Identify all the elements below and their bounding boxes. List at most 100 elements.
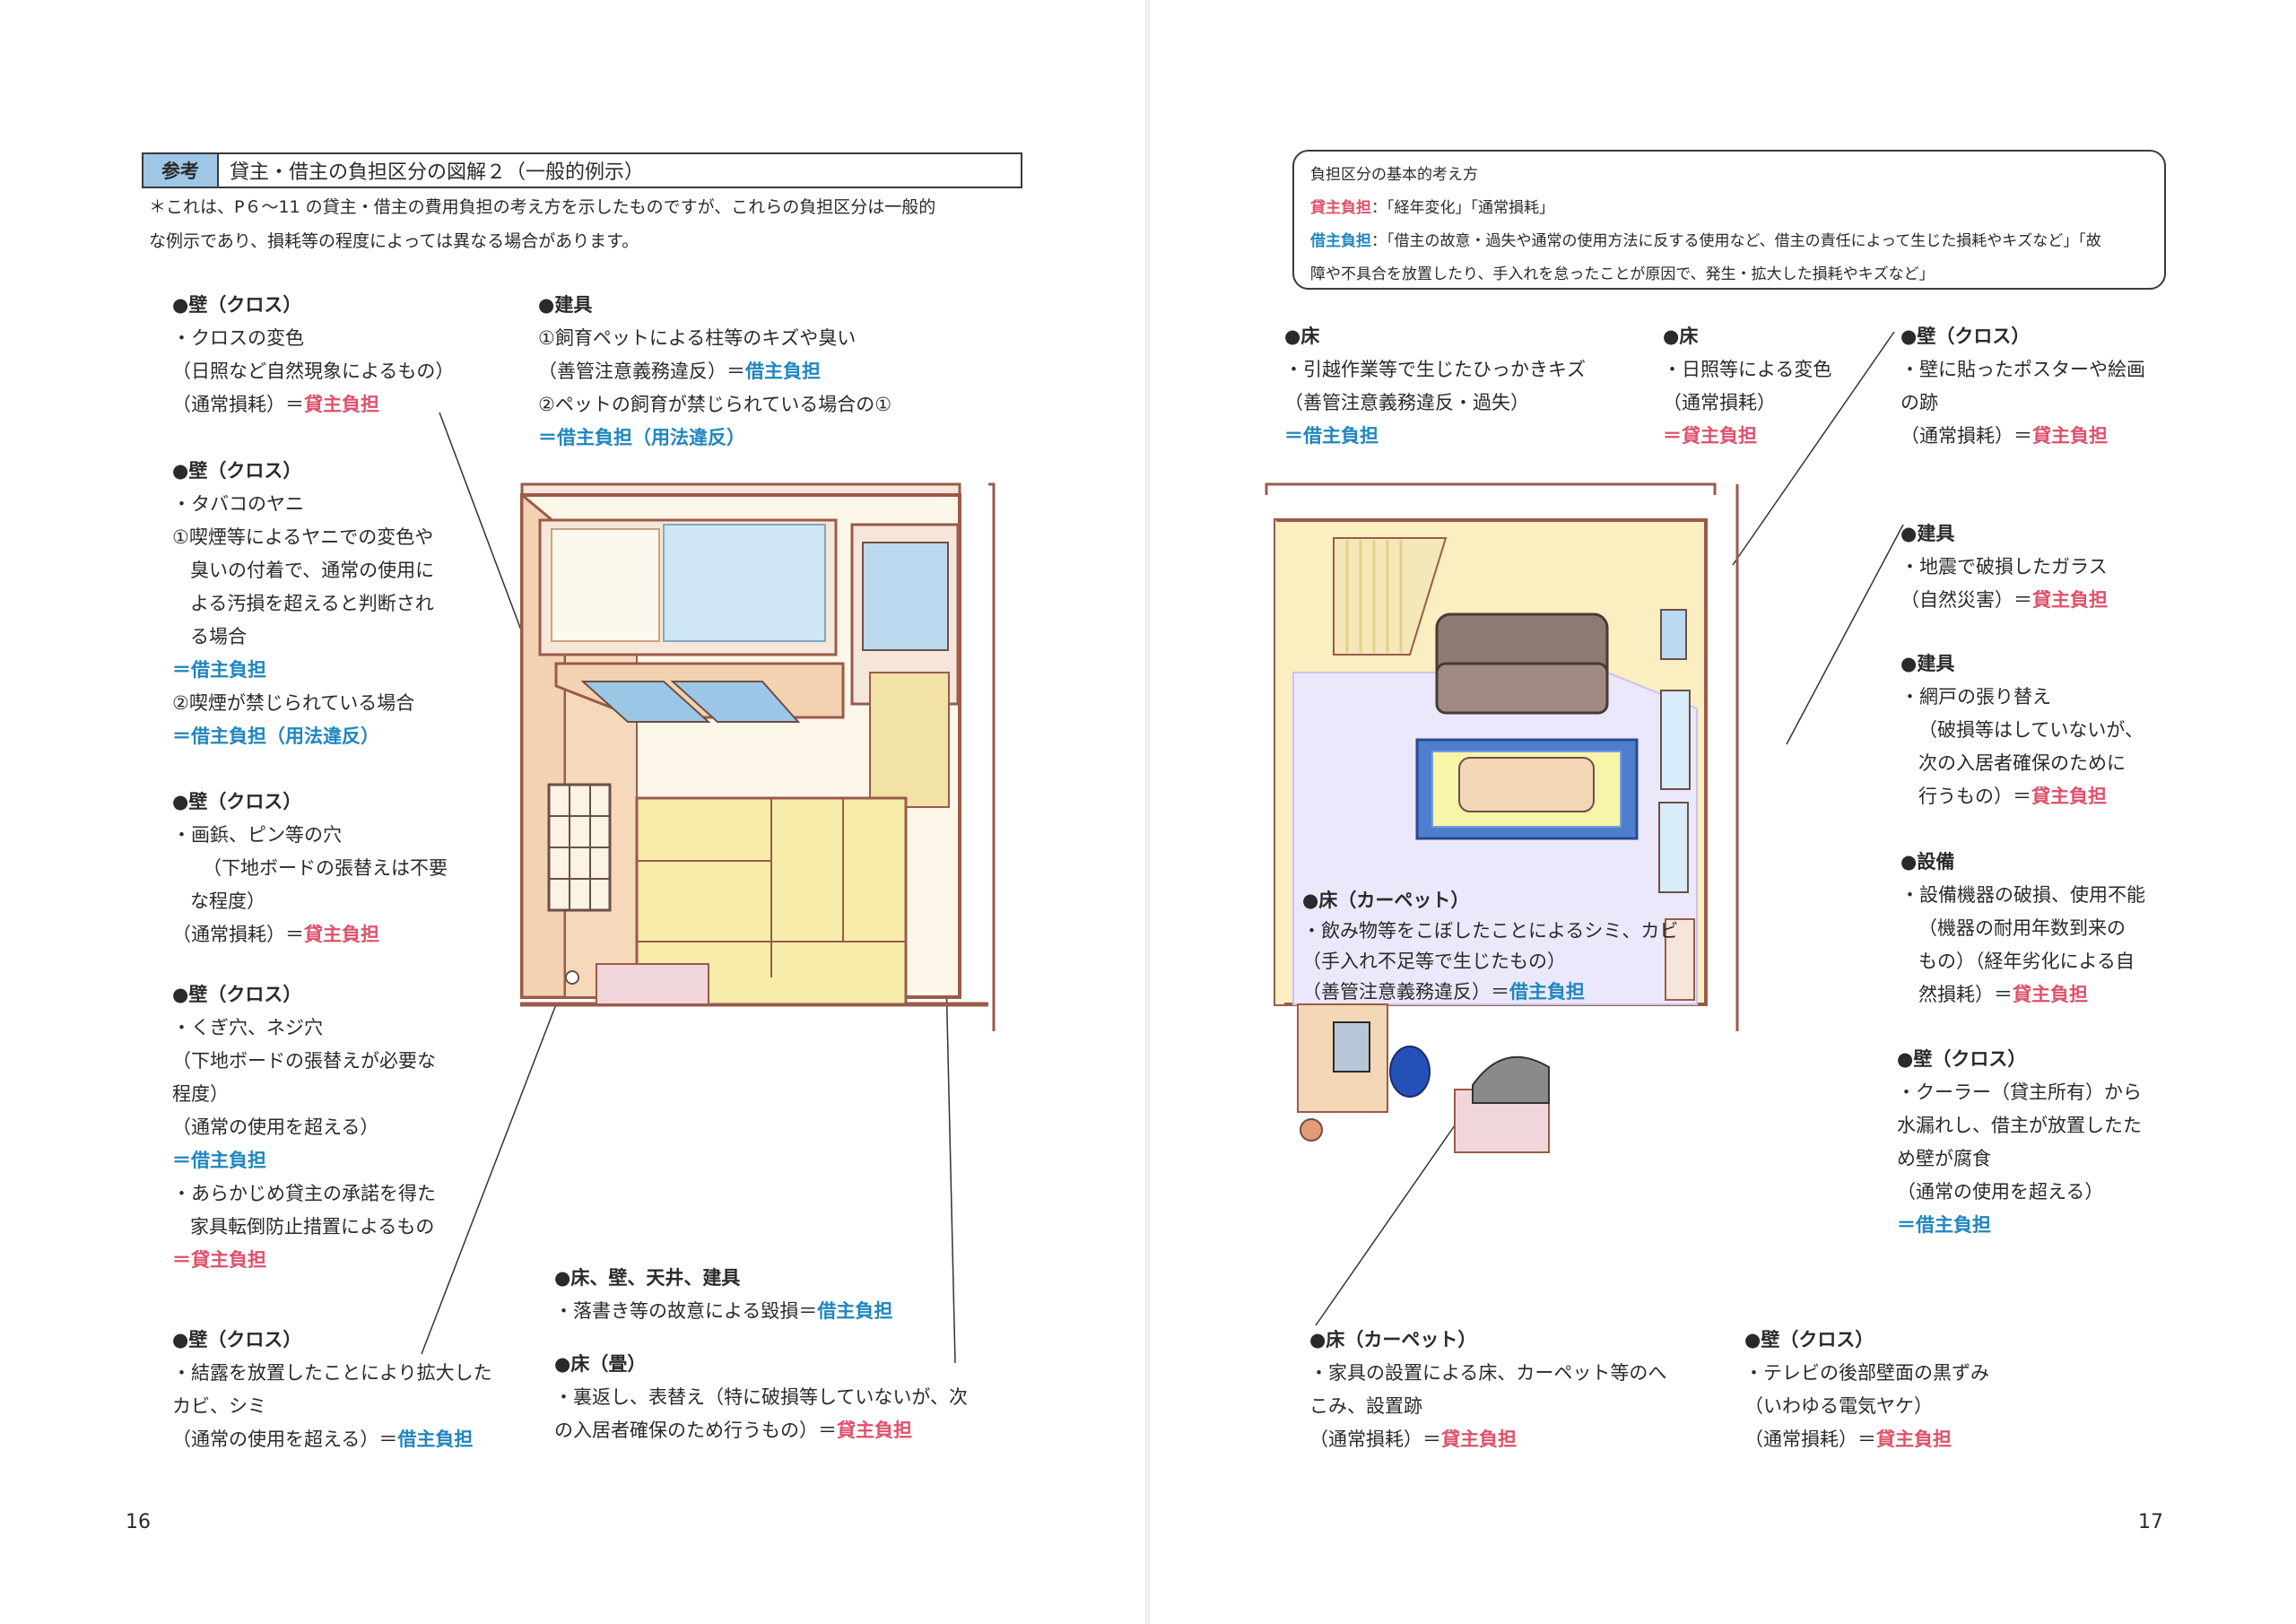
page-number-left: 16 — [126, 1511, 151, 1533]
landlord-burden-label: 貸主負担 — [2013, 984, 2088, 1005]
landlord-burden-label: 貸主負担 — [304, 924, 379, 945]
tenant-burden-label: 借主負担 — [745, 360, 821, 382]
landlord-burden-label: ＝貸主負担 — [1663, 425, 1757, 447]
note-line: る場合 — [190, 626, 247, 647]
book-spine — [1145, 0, 1150, 1624]
note-heading: 設備 — [1900, 846, 2145, 879]
note-line: （通常損耗）＝ — [1900, 425, 2032, 447]
note-line: ②ペットの飼育が禁じられている場合の① — [538, 394, 892, 415]
note-heading: 壁（クロス） — [1900, 320, 2145, 353]
note-line: ・壁に貼ったポスターや絵画 — [1900, 359, 2145, 380]
box-line: 障や不具合を放置したり、手入れを怠ったことが原因で、発生・拡大した損耗やキズなど… — [1310, 265, 1935, 283]
note-wall-cooler-leak: 壁（クロス） ・クーラー（貸主所有）から 水漏れし、借主が放置したた め壁が腐食… — [1897, 1043, 2142, 1242]
note-wall-tv-burn: 壁（クロス） ・テレビの後部壁面の黒ずみ （いわゆる電気ヤケ） （通常損耗）＝貸… — [1744, 1324, 1989, 1456]
intro-note: ＊これは、P６～11 の貸主・借主の費用負担の考え方を示したものですが、これらの… — [149, 190, 1028, 258]
note-wall-cross-pin-holes: 壁（クロス） ・画鋲、ピン等の穴 （下地ボードの張替えは不要 な程度） （通常損… — [172, 786, 448, 951]
landlord-burden-label: 貸主負担 — [1441, 1429, 1517, 1450]
tenant-burden-key: 借主負担 — [1310, 232, 1371, 250]
note-wall-poster-marks: 壁（クロス） ・壁に貼ったポスターや絵画 の跡 （通常損耗）＝貸主負担 — [1900, 320, 2145, 453]
note-line: （通常の使用を超える） — [172, 1116, 379, 1138]
tenant-burden-label: ＝借主負担 — [1284, 425, 1378, 447]
landlord-burden-key: 貸主負担 — [1310, 199, 1371, 217]
note-line: ・日照等による変色 — [1663, 359, 1832, 380]
intro-line: な例示であり、損耗等の程度によっては異なる場合があります。 — [149, 231, 639, 251]
note-line: （通常損耗）＝ — [1744, 1429, 1876, 1450]
note-fixtures-pet: 建具 ①飼育ペットによる柱等のキズや臭い （善管注意義務違反）＝借主負担 ②ペッ… — [538, 289, 891, 455]
note-wall-cross-tobacco: 壁（クロス） ・タバコのヤニ ①喫煙等によるヤニでの変色や 臭いの付着で、通常の… — [172, 455, 434, 753]
note-fixtures-earthquake-glass: 建具 ・地震で破損したガラス （自然災害）＝貸主負担 — [1900, 517, 2108, 617]
page-number-right: 17 — [2138, 1511, 2163, 1533]
landlord-burden-label: 貸主負担 — [1876, 1429, 1952, 1450]
note-heading: 壁（クロス） — [1897, 1043, 2142, 1076]
note-heading: 壁（クロス） — [172, 289, 454, 322]
note-line: もの）（経年劣化による自 — [1918, 951, 2135, 972]
note-line: め壁が腐食 — [1897, 1148, 1991, 1169]
note-line: ・あらかじめ貸主の承諾を得た — [172, 1183, 436, 1204]
note-floor-scratches: 床 ・引越作業等で生じたひっかきキズ （善管注意義務違反・過失） ＝借主負担 — [1284, 320, 1586, 453]
note-line: ・くぎ穴、ネジ穴 — [172, 1017, 323, 1038]
note-line: カビ、シミ — [172, 1395, 266, 1417]
box-line: ：「借主の故意・過失や通常の使用方法に反する使用など、借主の責任によって生じた損… — [1371, 232, 2101, 250]
note-line: ②喫煙が禁じられている場合 — [172, 692, 415, 714]
box-line: ：「経年変化」「通常損耗」 — [1371, 199, 1554, 217]
note-heading: 床（畳） — [554, 1348, 968, 1381]
tatami-room-illustration — [421, 412, 996, 1364]
landlord-burden-label: 貸主負担 — [2032, 425, 2108, 447]
note-heading: 床（カーペット） — [1309, 1324, 1666, 1357]
note-line: （破損等はしていないが、 — [1918, 719, 2144, 741]
note-line: ①喫煙等によるヤニでの変色や — [172, 526, 434, 548]
note-line: の跡 — [1900, 392, 1938, 413]
title-bar: 参考 貸主・借主の負担区分の図解２（一般的例示） — [142, 152, 1022, 188]
title-tag: 参考 — [144, 154, 219, 187]
note-wall-cross-discoloration: 壁（クロス） ・クロスの変色 （日照など自然現象によるもの） （通常損耗）＝貸主… — [172, 289, 454, 421]
note-carpet-furniture-dents: 床（カーペット） ・家具の設置による床、カーペット等のへ こみ、設置跡 （通常損… — [1309, 1324, 1666, 1456]
note-heading: 建具 — [1900, 647, 2144, 681]
note-line: ・タバコのヤニ — [172, 493, 304, 515]
tenant-burden-label: ＝借主負担 — [172, 1150, 266, 1171]
landlord-burden-label: 貸主負担 — [837, 1420, 912, 1441]
note-line: ・クロスの変色 — [172, 327, 304, 349]
intro-line: ＊これは、P６～11 の貸主・借主の費用負担の考え方を示したものですが、これらの… — [149, 197, 936, 217]
note-heading: 壁（クロス） — [172, 1324, 492, 1357]
note-line: （善管注意義務違反）＝ — [538, 360, 745, 382]
note-line: （いわゆる電気ヤケ） — [1744, 1395, 1933, 1417]
note-line: 家具転倒防止措置によるもの — [190, 1216, 435, 1238]
note-line: （通常損耗）＝ — [172, 924, 304, 945]
note-line: ・網戸の張り替え — [1900, 686, 2051, 708]
note-graffiti: 床、壁、天井、建具 ・落書き等の故意による毀損＝借主負担 — [554, 1262, 892, 1328]
note-line: ①飼育ペットによる柱等のキズや臭い — [538, 327, 857, 349]
note-line: （善管注意義務違反）＝ — [1302, 981, 1509, 1003]
note-line: 次の入居者確保のために — [1918, 752, 2126, 774]
note-line: 行うもの）＝ — [1918, 786, 2031, 807]
landlord-burden-label: 貸主負担 — [2031, 786, 2107, 807]
basic-concept-box: 負担区分の基本的考え方 貸主負担：「経年変化」「通常損耗」 借主負担：「借主の故… — [1292, 150, 2166, 290]
note-line: （日照など自然現象によるもの） — [172, 360, 455, 382]
leader-lines — [1315, 331, 1904, 1326]
tenant-burden-label: ＝借主負担（用法違反） — [172, 725, 379, 747]
western-room-illustration — [1265, 331, 1904, 1326]
note-line: 臭いの付着で、通常の使用に — [190, 560, 435, 581]
note-line: こみ、設置跡 — [1309, 1395, 1422, 1417]
note-heading: 建具 — [1900, 517, 2108, 551]
note-line: ・裏返し、表替え（特に破損等していないが、次 — [554, 1386, 968, 1408]
note-heading: 床 — [1663, 320, 1831, 353]
note-line: な程度） — [190, 890, 265, 912]
note-line: （通常損耗）＝ — [172, 394, 304, 415]
note-line: 然損耗）＝ — [1918, 984, 2013, 1005]
note-heading: 壁（クロス） — [172, 786, 448, 819]
note-line: （下地ボードの張替えが必要な — [172, 1050, 436, 1072]
tenant-burden-label: 借主負担 — [817, 1300, 893, 1322]
note-heading: 壁（クロス） — [172, 978, 436, 1012]
note-wall-cross-nail-holes: 壁（クロス） ・くぎ穴、ネジ穴 （下地ボードの張替えが必要な 程度） （通常の使… — [172, 978, 436, 1277]
tenant-burden-label: ＝借主負担（用法違反） — [538, 427, 745, 448]
note-equipment-damage: 設備 ・設備機器の破損、使用不能 （機器の耐用年数到来の もの）（経年劣化による… — [1900, 846, 2145, 1012]
note-heading: 床（カーペット） — [1302, 885, 1678, 916]
note-line: （通常損耗）＝ — [1309, 1429, 1441, 1450]
note-heading: 壁（クロス） — [172, 455, 434, 488]
left-page: 参考 貸主・借主の負担区分の図解２（一般的例示） ＊これは、P６～11 の貸主・… — [0, 0, 1146, 1624]
note-line: ・クーラー（貸主所有）から — [1897, 1081, 2142, 1103]
tenant-burden-label: 借主負担 — [397, 1429, 474, 1450]
note-line: 程度） — [172, 1083, 229, 1105]
page-title: 貸主・借主の負担区分の図解２（一般的例示） — [230, 161, 645, 184]
note-line: ・テレビの後部壁面の黒ずみ — [1744, 1362, 1989, 1384]
